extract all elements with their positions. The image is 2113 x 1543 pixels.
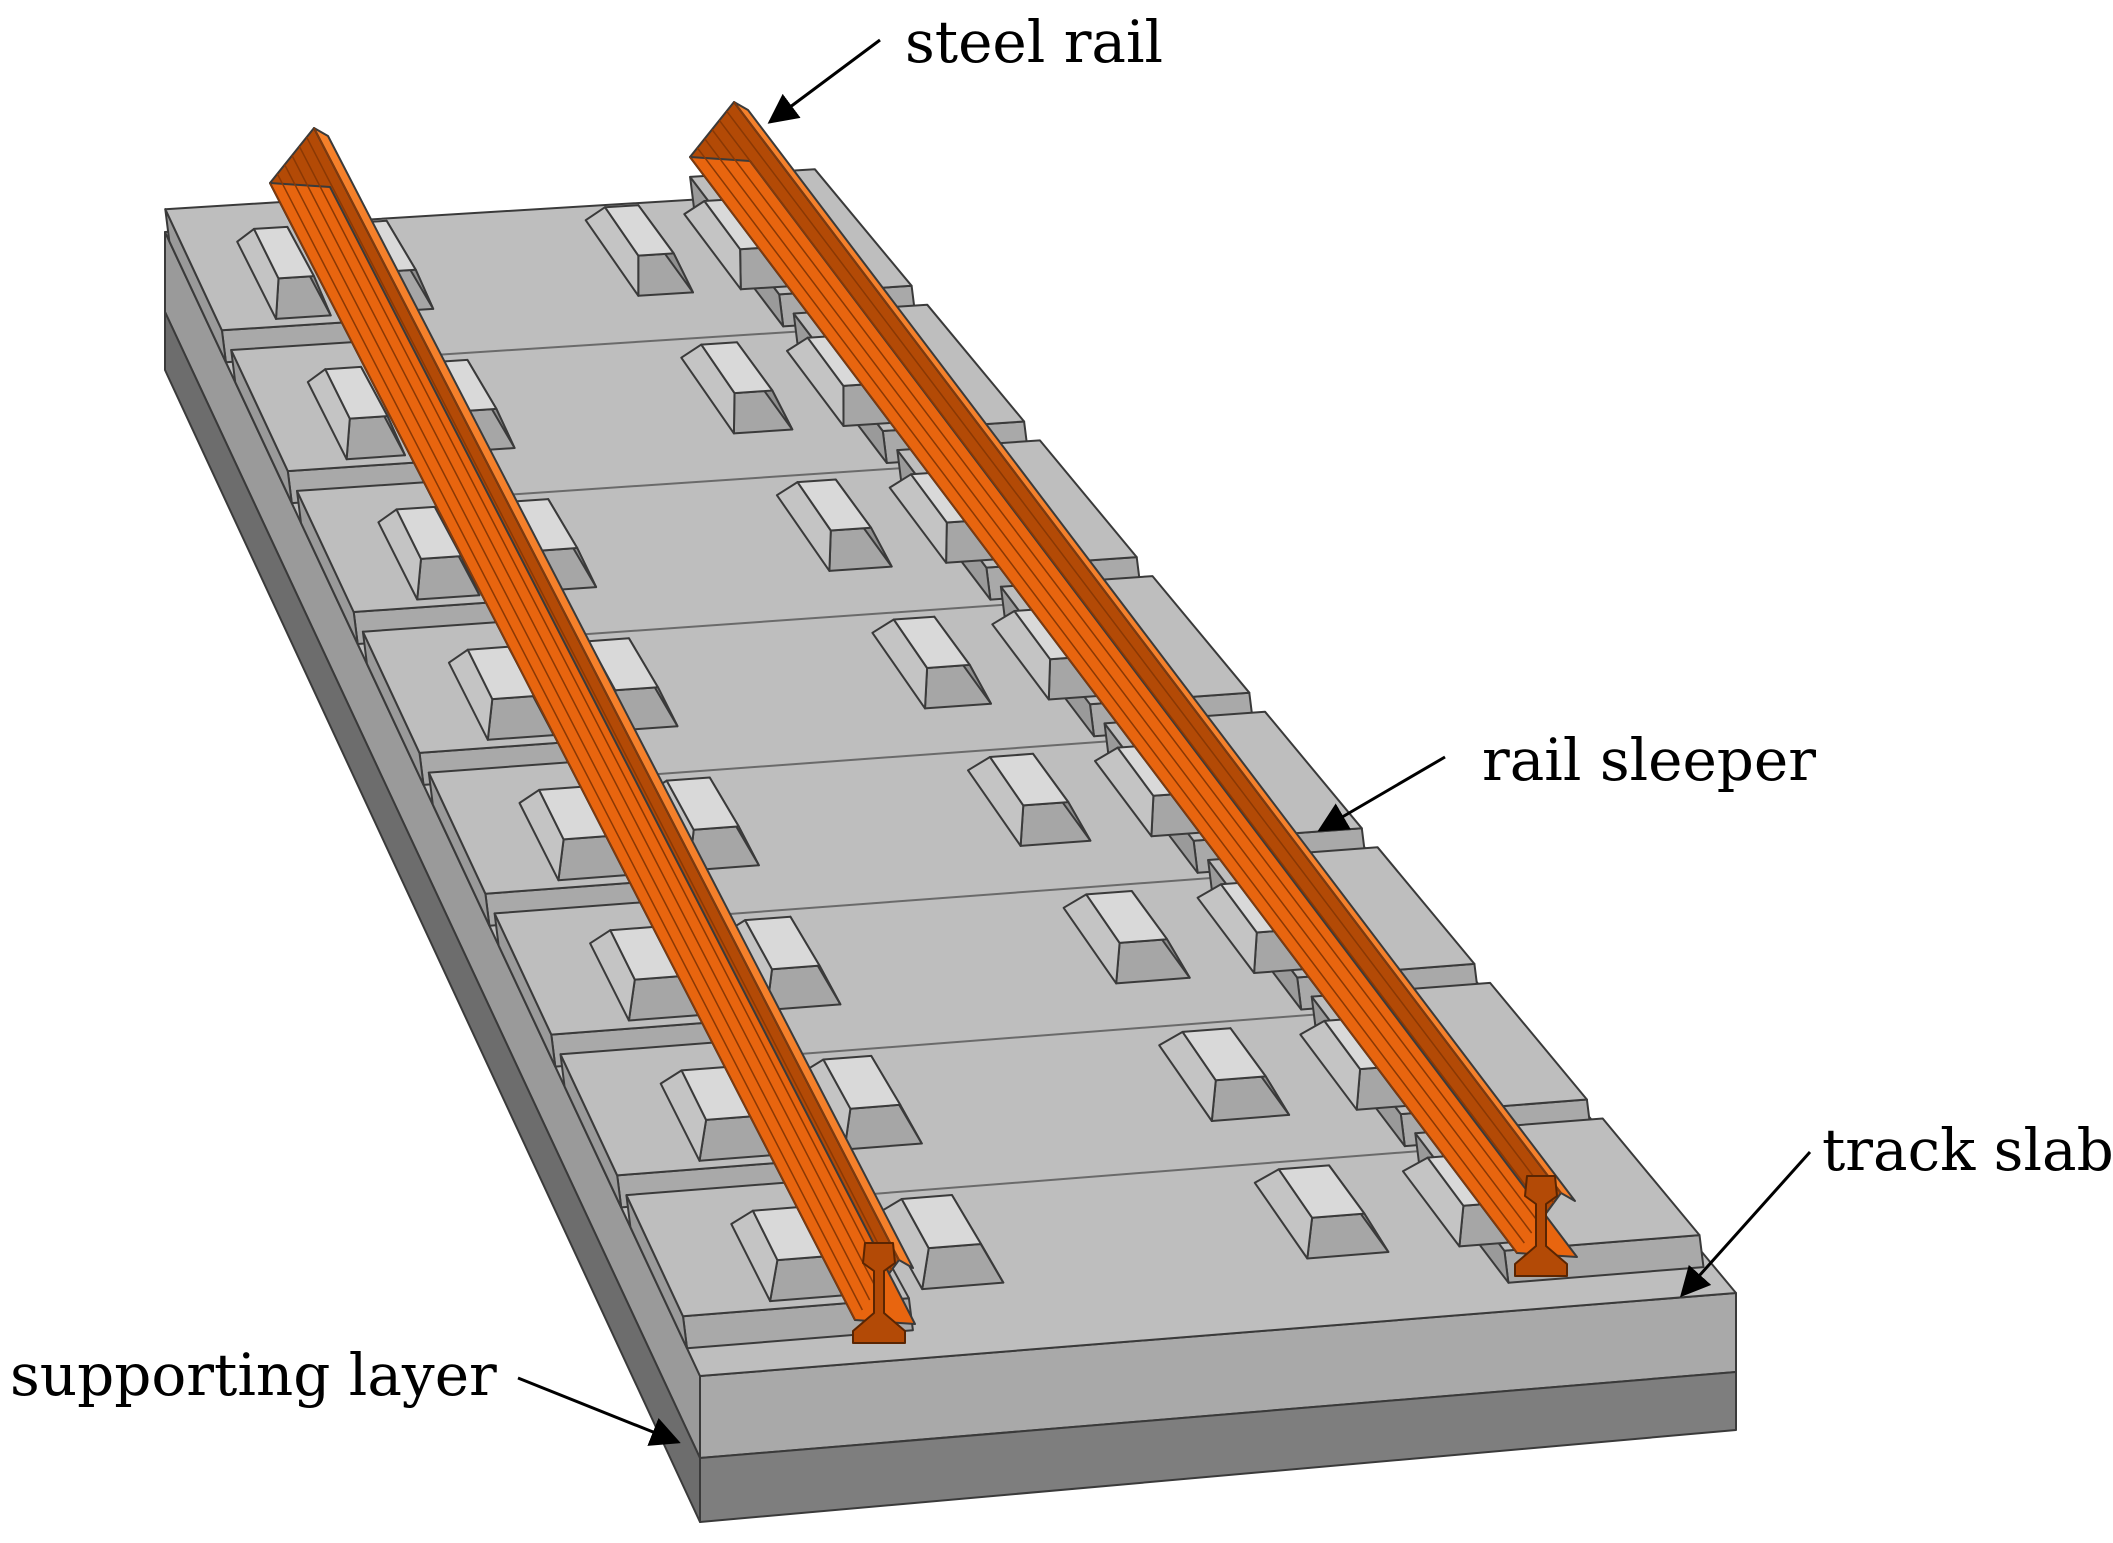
rail-pad-top <box>324 365 389 420</box>
steel-rail-left <box>269 127 916 1344</box>
rail-stripe <box>276 173 864 1311</box>
rail-pad-top <box>700 341 774 395</box>
supporting-layer-side-face <box>164 311 701 1523</box>
rail-pad-top <box>900 1194 982 1250</box>
label-track-slab-group: track slab <box>1679 1116 2113 1298</box>
steel-rail-arrow <box>767 38 881 124</box>
track-slab-arrow <box>1679 1150 1812 1298</box>
track-slab-label: track slab <box>1822 1116 2113 1184</box>
rail-stripe <box>718 119 1547 1214</box>
steel-rail-label: steel rail <box>905 8 1163 76</box>
rail-stripe <box>711 129 1540 1224</box>
rail-stripe <box>733 101 1562 1194</box>
rail-pad-top <box>253 225 315 280</box>
label-rail-sleeper-group: rail sleeper <box>1317 726 1816 832</box>
rail-stripe <box>689 156 1518 1254</box>
rail-sleeper-label: rail sleeper <box>1482 726 1816 794</box>
rail-pad-top <box>796 478 872 532</box>
steel-rails <box>269 101 1578 1344</box>
rail-pad-top <box>665 776 740 831</box>
rail-pad-top <box>744 915 821 971</box>
rail-stripe <box>704 138 1533 1234</box>
rail-cross-section <box>852 1242 906 1344</box>
rail-stripe <box>298 145 885 1281</box>
rail-stripe <box>696 147 1525 1244</box>
rail-pad-top <box>892 615 971 669</box>
rail-cross-section <box>1514 1175 1568 1277</box>
steel-rail-right <box>689 101 1578 1277</box>
rail-stripe <box>726 110 1555 1204</box>
rail-stripe <box>291 155 878 1291</box>
rail-stripe <box>313 127 900 1261</box>
rail-pad-top <box>1085 890 1168 944</box>
rail-pad-top <box>989 752 1070 807</box>
label-steel-rail-group: steel rail <box>767 8 1163 124</box>
supporting-layer-label: supporting layer <box>10 1341 497 1409</box>
rail-pad-top <box>1181 1027 1267 1082</box>
rail-stripe <box>306 136 893 1271</box>
rail-pad-top <box>822 1054 902 1110</box>
rail-stripe <box>283 164 871 1301</box>
rail-pad-top <box>1277 1164 1366 1219</box>
rail-pad-top <box>604 204 675 257</box>
rail-sleeper-arrow <box>1317 755 1446 832</box>
rail-stripe <box>269 182 856 1321</box>
supporting-layer-arrow <box>517 1376 681 1446</box>
label-supporting-layer-group: supporting layer <box>10 1341 681 1446</box>
